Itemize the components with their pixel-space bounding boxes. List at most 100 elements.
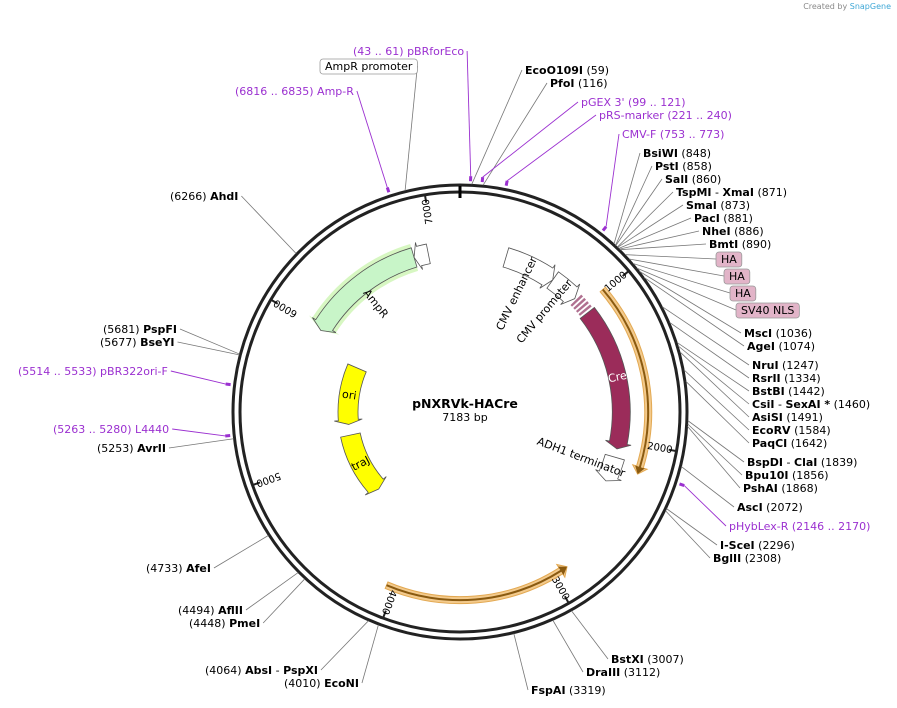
site-pos: (6266) xyxy=(170,190,210,203)
boxed-label: HA xyxy=(723,268,751,285)
site-pos: (871) xyxy=(754,186,787,199)
site-pos: (1334) xyxy=(781,372,821,385)
snapgene-credit: Created by SnapGene xyxy=(803,2,891,11)
boxed-label-box xyxy=(735,302,800,319)
leader-line xyxy=(639,271,742,334)
site-label: I-SceI (2296) xyxy=(720,539,795,552)
site-label: FspAI (3319) xyxy=(531,684,606,697)
primer-label: pRS-marker (221 .. 240) xyxy=(599,109,732,122)
site-label-text: AscI (2072) xyxy=(737,501,803,514)
site-label: NheI (886) xyxy=(702,225,764,238)
tick-label-5000: 5000 xyxy=(255,470,283,489)
site-label: BspDI - ClaI (1839) xyxy=(747,456,857,469)
primer-range: (2146 .. 2170) xyxy=(788,520,870,533)
site-name: BspDI xyxy=(747,456,783,469)
site-pos: (3007) xyxy=(644,653,684,666)
site-pos: (873) xyxy=(717,199,750,212)
site-label-text: DraIII (3112) xyxy=(586,666,660,679)
site-label: BglII (2308) xyxy=(713,552,781,565)
feature-highlight-layer xyxy=(384,286,653,605)
site-name: PspFI xyxy=(143,323,177,336)
primer-range: (6816 .. 6835) xyxy=(235,85,314,98)
site-pos: (886) xyxy=(731,225,764,238)
tick-label-1000: 1000 xyxy=(603,270,630,295)
site-label-text: (6266) AhdI xyxy=(170,190,238,203)
site-label-text: PstI (858) xyxy=(655,160,712,173)
ampr-arrow xyxy=(312,247,418,334)
site-label: PaqCI (1642) xyxy=(752,437,827,450)
cmv-enhancer-arrow xyxy=(502,247,556,289)
site-label-text: PaqCI (1642) xyxy=(752,437,827,450)
primer-mark xyxy=(601,225,608,232)
leader-line xyxy=(241,195,297,254)
tag-block xyxy=(571,296,588,312)
leader-line xyxy=(643,277,745,347)
site-pos: (1868) xyxy=(778,482,818,495)
tick-mark-4000 xyxy=(382,610,387,619)
primer-leader xyxy=(482,101,579,178)
site-pos: (2308) xyxy=(741,552,781,565)
site-name: NruI xyxy=(752,359,779,372)
site-label: AscI (2072) xyxy=(737,501,803,514)
primer-leader xyxy=(466,50,472,177)
site-name: AhdI xyxy=(210,190,238,203)
leader-line xyxy=(687,423,743,476)
primer-label: (6816 .. 6835) Amp-R xyxy=(235,85,354,98)
primer-leader xyxy=(172,428,226,437)
site-pos: (4010) xyxy=(284,677,324,690)
boxed-leader xyxy=(404,65,418,191)
site-pos: (1036) xyxy=(772,327,812,340)
site-label: (4064) AbsI - PspXI xyxy=(205,664,318,677)
leader-line xyxy=(619,230,700,250)
primer-leader xyxy=(683,485,727,527)
site-name: TspMI xyxy=(676,186,712,199)
site-name: AscI xyxy=(737,501,763,514)
cre-label: Cre xyxy=(607,369,628,386)
primer-name: pHybLex-R xyxy=(729,520,789,533)
site-pos: (848) xyxy=(678,147,711,160)
site-label-text: SmaI (873) xyxy=(686,199,750,212)
plasmid-name: pNXRVk-HACre xyxy=(412,396,518,411)
tag-block xyxy=(569,293,585,309)
site-pos: (1856) xyxy=(789,469,829,482)
site-name: CsiI xyxy=(752,398,774,411)
site-label-text: TspMI - XmaI (871) xyxy=(676,186,787,199)
site-label: PacI (881) xyxy=(694,212,753,225)
leader-line xyxy=(679,351,750,418)
leader-line xyxy=(676,342,750,392)
site-name: SexAI * xyxy=(785,398,830,411)
label-layer: EcoO109I (59)PfoI (116)BsiWI (848)PstI (… xyxy=(18,45,870,697)
site-pos: (858) xyxy=(679,160,712,173)
site-pos: (59) xyxy=(583,64,609,77)
site-label-text: (5681) PspFI xyxy=(103,323,177,336)
site-pos: (3319) xyxy=(566,684,606,697)
leader-line xyxy=(618,217,692,249)
site-name: MscI xyxy=(744,327,772,340)
backbone-outer-ring xyxy=(231,183,689,641)
site-name: ClaI xyxy=(794,456,817,469)
site-label: AgeI (1074) xyxy=(747,340,815,353)
leader-line xyxy=(213,535,269,569)
site-pos: (4733) xyxy=(146,562,186,575)
primer-name: L4440 xyxy=(132,423,170,436)
tick-mark-3000 xyxy=(563,595,570,604)
site-label: BsiWI (848) xyxy=(643,147,711,160)
primer-name: pBR322ori-F xyxy=(97,365,168,378)
site-label-text: EcoRV (1584) xyxy=(752,424,831,437)
leader-line xyxy=(617,204,684,248)
site-name: PshAI xyxy=(743,482,778,495)
site-label-text: (4494) AflII xyxy=(178,604,243,617)
site-name: XmaI xyxy=(722,186,753,199)
site-label: Bpu10I (1856) xyxy=(745,469,829,482)
site-pos: (1074) xyxy=(775,340,815,353)
tick-mark-2000 xyxy=(668,448,677,453)
boxed-label: AmpR promoter xyxy=(319,58,418,75)
boxed-label-box xyxy=(319,58,418,75)
site-pos: (1839) xyxy=(817,456,857,469)
tick-label-3000: 3000 xyxy=(549,575,571,603)
site-pos: (1247) xyxy=(779,359,819,372)
label-leader-layer xyxy=(168,50,750,691)
boxed-label: HA xyxy=(715,251,743,268)
leader-line xyxy=(677,345,750,405)
